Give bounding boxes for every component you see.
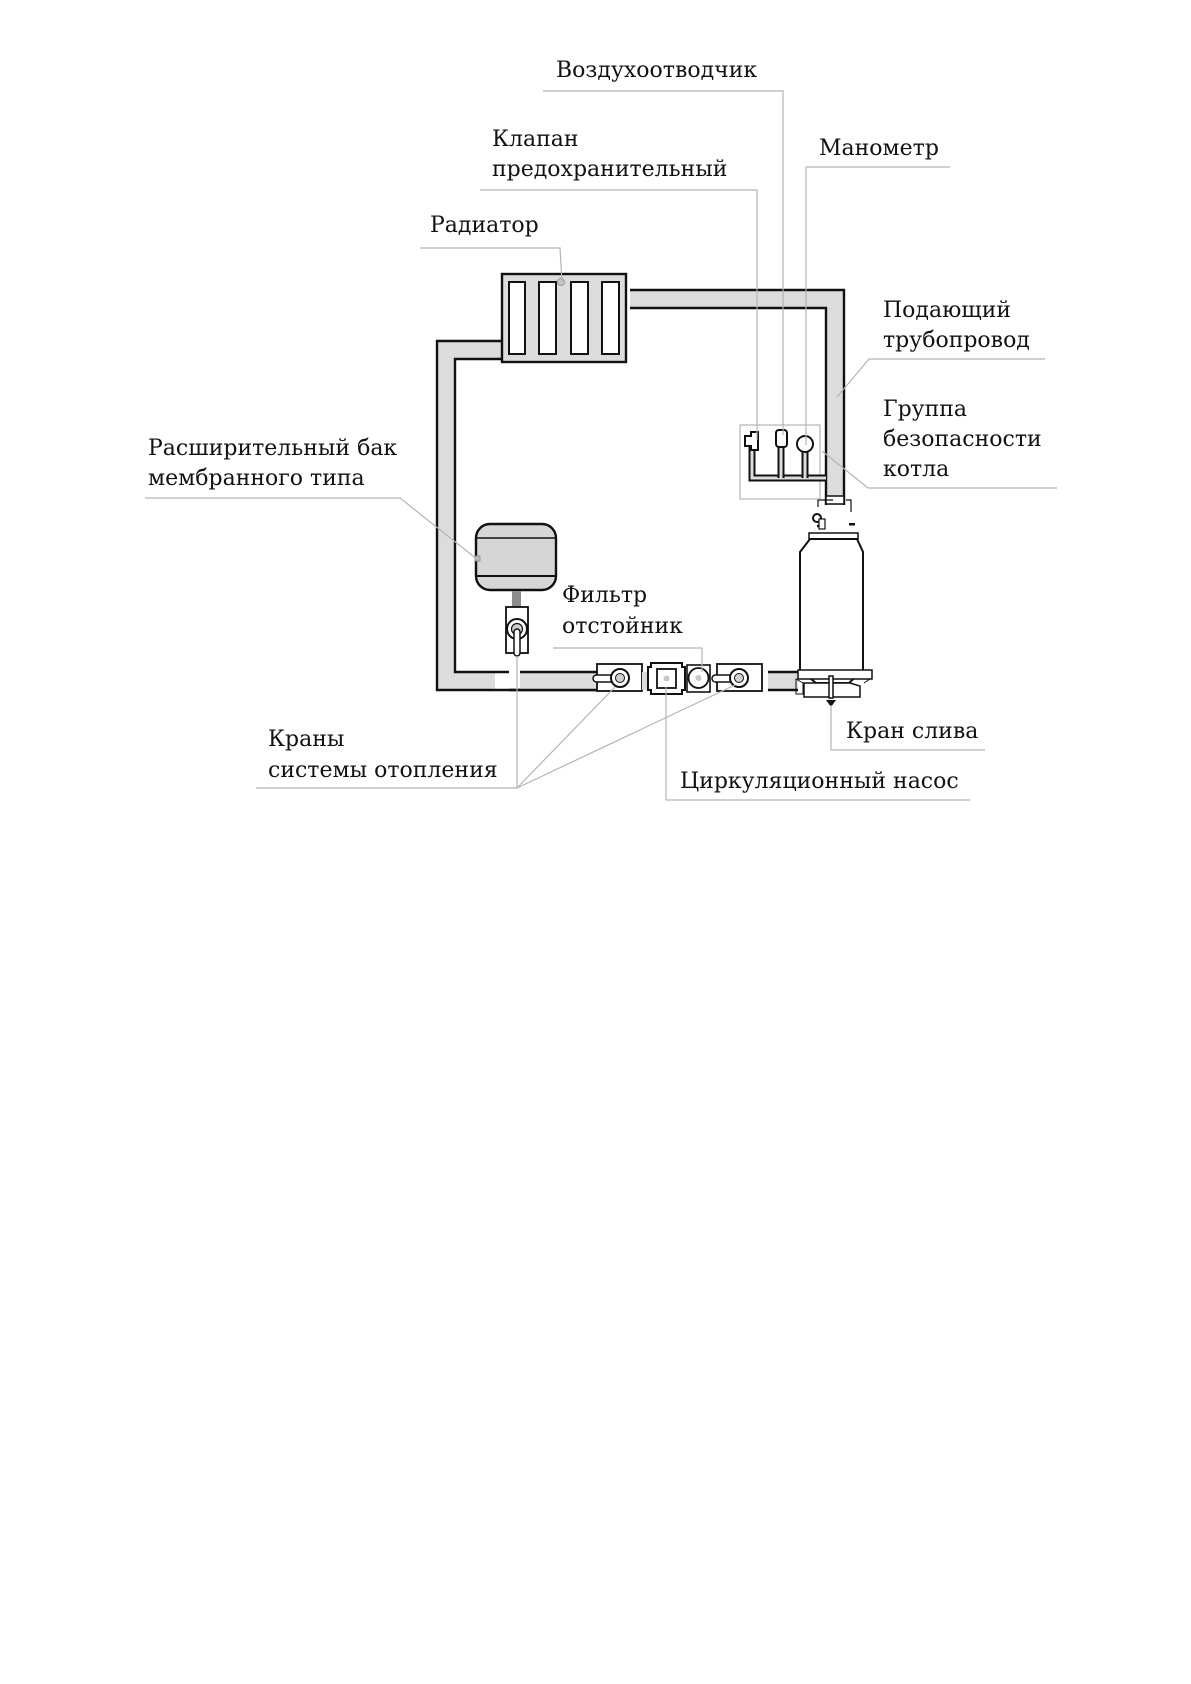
supply-pipe: [630, 290, 844, 505]
air-vent-icon: [744, 431, 759, 451]
label-supply-pipe-2: трубопровод: [883, 328, 1030, 353]
label-safety-group-2: безопасности: [883, 427, 1042, 452]
label-valves-2: системы отопления: [268, 758, 498, 783]
label-safety-valve-2: предохранительный: [492, 157, 727, 182]
label-drain-valve: Кран слива: [846, 719, 978, 744]
circulation-pump: [647, 662, 711, 695]
shutoff-valve: [592, 663, 643, 692]
label-circulation-pump: Циркуляционный насос: [680, 769, 959, 794]
label-expansion-tank: Расширительный бак: [148, 436, 397, 461]
label-filter-2: отстойник: [562, 614, 683, 639]
radiator-section: [508, 281, 526, 355]
manometer-icon: [796, 435, 814, 453]
radiator: [500, 272, 628, 364]
label-radiator: Радиатор: [430, 213, 539, 238]
label-supply-pipe: Подающий: [883, 298, 1011, 323]
label-air-vent: Воздухоотводчик: [556, 58, 757, 83]
expansion-tank: [474, 522, 558, 607]
drain-valve: [826, 675, 836, 707]
return-pipe: [437, 341, 506, 690]
label-filter: Фильтр: [562, 583, 647, 608]
label-manometer: Манометр: [819, 136, 939, 161]
leader-lines: [145, 90, 1057, 801]
label-safety-group: Группа: [883, 397, 967, 422]
label-valves: Краны: [268, 727, 344, 752]
label-safety-valve: Клапан: [492, 127, 579, 152]
label-safety-group-3: котла: [883, 457, 949, 482]
label-expansion-tank-2: мембранного типа: [148, 466, 365, 491]
safety-valve-icon: [775, 429, 788, 448]
radiator-section: [570, 281, 589, 355]
labels: Воздухоотводчик Клапан предохранительный…: [148, 58, 1042, 794]
shutoff-valve: [711, 663, 763, 692]
sediment-filter: [505, 606, 529, 657]
radiator-section: [538, 281, 557, 355]
boiler: [795, 499, 873, 698]
radiator-section: [601, 281, 620, 355]
safety-group: [739, 424, 826, 500]
